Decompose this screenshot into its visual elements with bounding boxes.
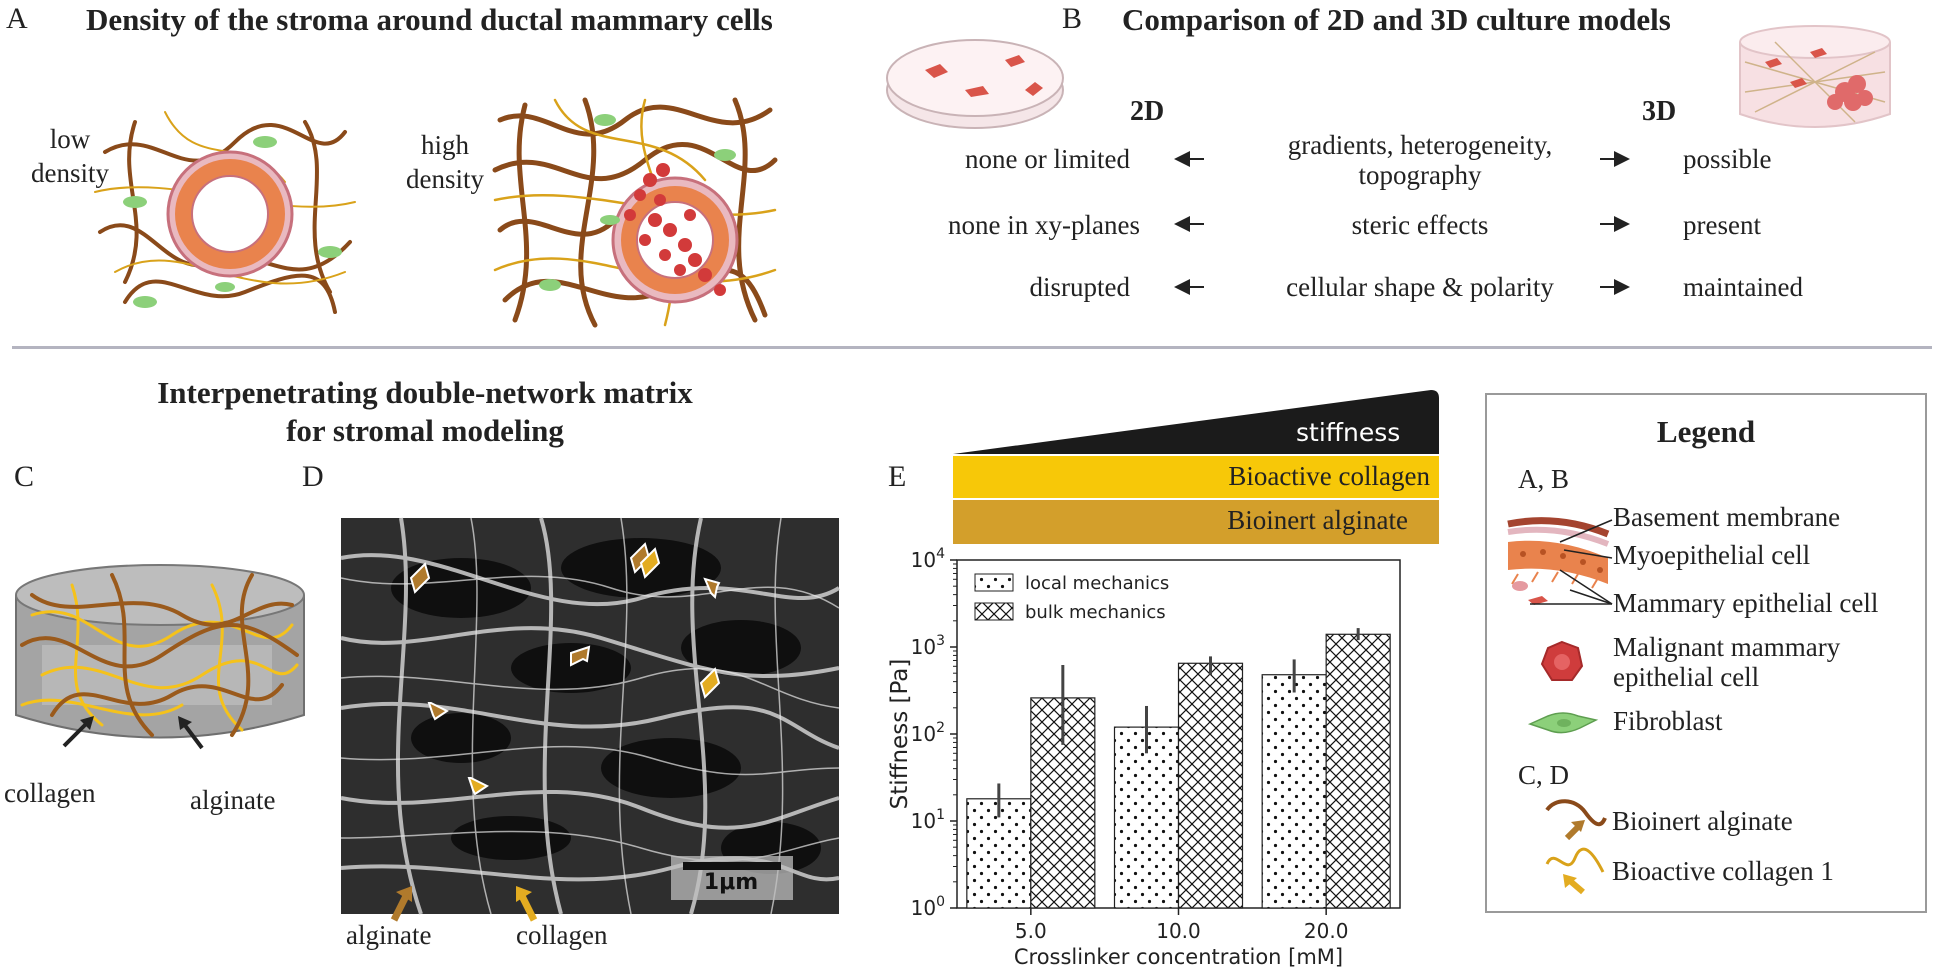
legend-mammary-epithelial-cell: Mammary epithelial cell [1613, 588, 1879, 618]
y-tick-label: 103 [911, 633, 945, 659]
bioactive-collagen-bar [953, 456, 1439, 498]
legend-malignant-cell: Malignant mammary epithelial cell [1613, 632, 1841, 692]
panel-d-label: D [302, 460, 324, 493]
y-tick-label: 100 [911, 894, 945, 920]
alginate-label-c: alginate [190, 785, 276, 815]
legend-swatch-crosshatch [974, 602, 1014, 621]
bioinert-alginate-bar [953, 500, 1439, 544]
alginate-pointer-arrow-d [390, 886, 412, 922]
legend-myoepithelial-cell: Myoepithelial cell [1613, 540, 1811, 570]
collagen-fiber-icon [1545, 847, 1605, 895]
sem-micrograph [340, 517, 841, 915]
x-tick-label: 10.0 [1156, 919, 1201, 943]
comparison-arrows [1174, 151, 1630, 295]
double-network-gel-illustration [15, 564, 305, 739]
row1-feature: gradients, heterogeneity, topography [1287, 130, 1553, 190]
legend-bioinert-alginate: Bioinert alginate [1612, 806, 1793, 836]
y-tick-label: 101 [911, 807, 945, 833]
legend-bioactive-collagen: Bioactive collagen 1 [1612, 856, 1834, 886]
bioactive-collagen-label: Bioactive collagen [1228, 461, 1430, 491]
row3-3d: maintained [1683, 272, 1803, 302]
y-tick-label: 104 [911, 546, 945, 572]
panel-a-title: Density of the stroma around ductal mamm… [86, 2, 773, 37]
legend-title: Legend [1656, 414, 1756, 449]
duct-section-icon [1507, 517, 1610, 605]
legend-box [1485, 393, 1927, 913]
legend-entry: local mechanics [1025, 573, 1169, 594]
row2-2d: none in xy-planes [948, 210, 1140, 240]
collagen-pointer-arrow [62, 716, 94, 748]
panel-b-title: Comparison of 2D and 3D culture models [1122, 2, 1671, 37]
row2-3d: present [1683, 210, 1761, 240]
section2-title: Interpenetrating double-network matrix f… [157, 375, 693, 448]
x-tick-label: 20.0 [1304, 919, 1349, 943]
col-2d-header: 2D [1130, 96, 1165, 127]
bioinert-alginate-label: Bioinert alginate [1227, 505, 1408, 535]
row3-feature: cellular shape & polarity [1286, 272, 1554, 302]
high-density-label: high density [406, 130, 484, 194]
fibroblast-icon [1527, 712, 1599, 734]
bar-dots-20.0 [1261, 674, 1327, 909]
alginate-pointer-arrow [178, 716, 204, 750]
bar-crosshatch-20.0 [1325, 633, 1391, 909]
collagen-pointer-arrow-d [516, 886, 538, 922]
col-3d-header: 3D [1642, 96, 1677, 127]
section-divider [12, 346, 1932, 349]
collagen-label-c: collagen [4, 778, 96, 808]
malignant-cell-icon [1540, 640, 1584, 681]
panel-c-label: C [14, 460, 35, 493]
y-tick-label: 102 [911, 720, 945, 746]
row3-2d: disrupted [1029, 272, 1131, 302]
row1-3d: possible [1683, 144, 1772, 174]
gel-3d-icon [1739, 25, 1891, 128]
row1-2d: none or limited [965, 144, 1130, 174]
legend-pointer-lines [1530, 519, 1613, 605]
alginate-label-d: alginate [346, 920, 432, 950]
bar-crosshatch-10.0 [1177, 662, 1244, 909]
panel-e-label: E [888, 460, 907, 493]
low-density-duct-illustration [94, 111, 356, 314]
collagen-label-d: collagen [516, 920, 608, 950]
legend-basement-membrane: Basement membrane [1613, 502, 1841, 532]
legend-entry: bulk mechanics [1025, 602, 1166, 623]
stiffness-wedge [953, 390, 1439, 454]
panel-b-label: B [1062, 2, 1083, 35]
low-density-label: low density [31, 124, 109, 188]
stiffness-wedge-label: stiffness [1296, 418, 1401, 447]
legend-group-ab: A, B [1518, 464, 1570, 494]
x-tick-label: 5.0 [1015, 919, 1047, 943]
legend-group-cd: C, D [1518, 760, 1570, 790]
y-axis-label: Stiffness [Pa] [887, 659, 913, 810]
legend-fibroblast: Fibroblast [1613, 706, 1723, 736]
alginate-fiber-icon [1545, 799, 1607, 841]
scalebar-label: 1μm [703, 870, 759, 895]
bar-dots-10.0 [1113, 726, 1180, 909]
row2-feature: steric effects [1351, 210, 1489, 240]
petri-dish-2d-icon [886, 39, 1064, 129]
panel-a-label: A [6, 2, 28, 35]
legend-swatch-dots [974, 573, 1014, 592]
x-axis-label: Crosslinker concentration [mM] [1014, 945, 1343, 969]
high-density-duct-illustration [492, 97, 778, 328]
